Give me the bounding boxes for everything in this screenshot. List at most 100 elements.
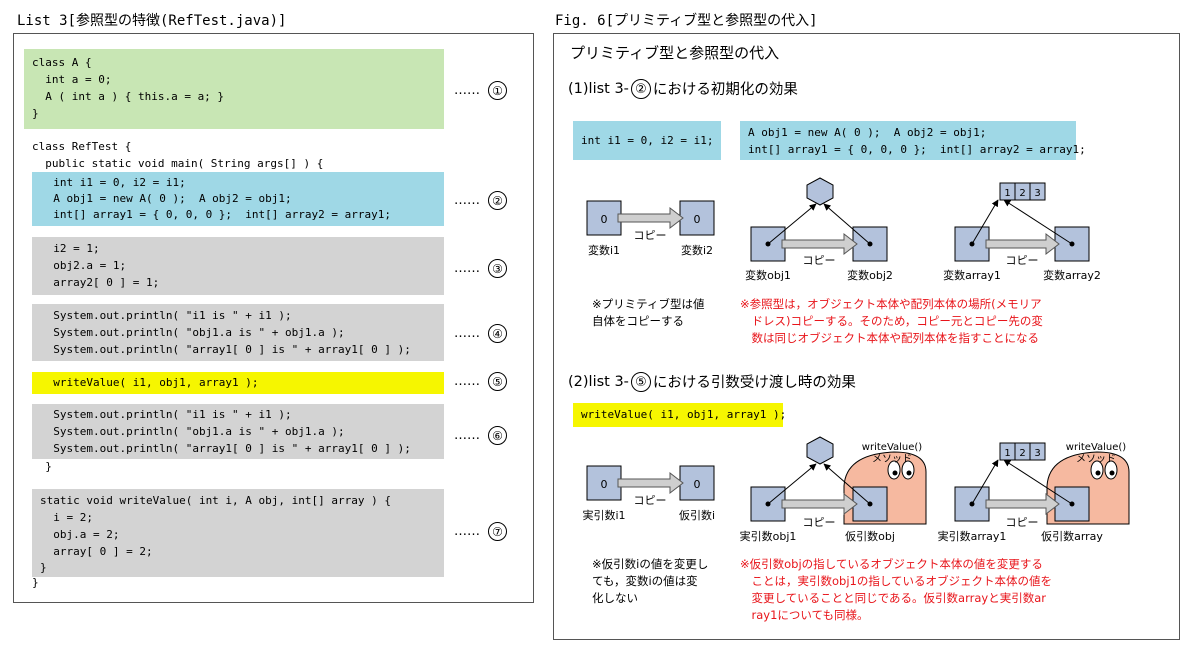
code-line: System.out.println( "obj1.a is " + obj1.… xyxy=(40,326,345,339)
note-line: 自体をコピーする xyxy=(592,314,684,328)
marker-2: …… ② xyxy=(454,191,507,210)
code-line: array[ 0 ] = 2; xyxy=(40,545,153,558)
code-block-init: int i1 = 0, i2 = i1; A obj1 = new A( 0 )… xyxy=(32,172,444,226)
heading-prefix: (1)list 3- xyxy=(568,80,629,97)
note-line: ※仮引数objの指しているオブジェクト本体の値を変更する xyxy=(740,557,1043,571)
leader-dots: …… xyxy=(454,374,480,389)
variable-label: 変数obj1 xyxy=(745,268,791,282)
array-cell-value: 1 xyxy=(1004,188,1010,199)
code-line: } xyxy=(32,460,52,473)
copy-label: コピー xyxy=(803,516,836,529)
note-line: 数は同じオブジェクト本体や配列本体を指すことになる xyxy=(740,331,1039,345)
method-label: メソッド xyxy=(1076,454,1116,465)
circled-number: ⑤ xyxy=(488,372,507,391)
code-block-class-a: class A { int a = 0; A ( int a ) { this.… xyxy=(24,49,444,129)
copy-arrow xyxy=(781,492,858,516)
code-line: A ( int a ) { this.a = a; } xyxy=(32,90,225,103)
reference-pointer xyxy=(823,203,871,245)
code-line: obj.a = 2; xyxy=(40,528,120,541)
code-line: int[] array1 = { 0, 0, 0 }; int[] array2… xyxy=(748,143,1086,156)
heading-text: における初期化の効果 xyxy=(652,82,798,98)
leader-dots: …… xyxy=(454,83,480,98)
reference-pointer xyxy=(971,459,999,505)
figure-title: プリミティブ型と参照型の代入 xyxy=(570,44,780,62)
reference-pointer xyxy=(1003,199,1073,245)
marker-5: …… ⑤ xyxy=(454,372,507,391)
code-block-print-1: System.out.println( "i1 is " + i1 ); Sys… xyxy=(32,304,444,361)
reference-pointer xyxy=(971,199,999,245)
array-cell xyxy=(1029,442,1046,461)
reference-pointer xyxy=(767,463,817,505)
reference-pointer xyxy=(1003,459,1073,505)
variable-box-array1 xyxy=(954,226,990,262)
variable-label: 実引数obj1 xyxy=(740,529,797,543)
note-line: ても，変数iの値は変 xyxy=(592,574,698,588)
section1-heading: (1)list 3- ② における初期化の効果 xyxy=(568,78,798,99)
variable-label: 変数i2 xyxy=(681,243,713,257)
code-line: System.out.println( "obj1.a is " + obj1.… xyxy=(40,425,345,438)
copy-label: コピー xyxy=(634,229,667,242)
note-line: ドレス)コピーする。そのため，コピー元とコピー先の変 xyxy=(740,314,1043,328)
note-reference-arg: ※仮引数objの指しているオブジェクト本体の値を変更する ことは，実引数obj1… xyxy=(740,556,1052,624)
figure-frame: プリミティブ型と参照型の代入 (1)list 3- ② における初期化の効果 i… xyxy=(553,33,1180,640)
circled-number: ④ xyxy=(488,324,507,343)
marker-6: …… ⑥ xyxy=(454,426,507,445)
leader-dots: …… xyxy=(454,326,480,341)
box-value: 0 xyxy=(601,478,608,491)
circled-number: ② xyxy=(630,78,651,99)
variable-label: 実引数i1 xyxy=(582,508,625,522)
variable-label: 仮引数array xyxy=(1041,529,1103,543)
figure-caption: Fig. 6[プリミティブ型と参照型の代入] xyxy=(555,13,818,29)
code-line: writeValue( i1, obj1, array1 ); xyxy=(40,376,259,389)
note-line: ※参照型は，オブジェクト本体や配列本体の場所(メモリア xyxy=(740,297,1042,311)
method-label: writeValue() xyxy=(1066,442,1127,453)
code-line: class RefTest { xyxy=(32,140,132,153)
code-snippet-reference: A obj1 = new A( 0 ); A obj2 = obj1; int[… xyxy=(740,121,1086,160)
code-line: array2[ 0 ] = 1; xyxy=(40,276,160,289)
copy-arrow xyxy=(617,471,684,495)
code-line: } xyxy=(40,561,47,574)
code-line: writeValue( i1, obj1, array1 ); xyxy=(581,408,787,421)
box-value: 0 xyxy=(694,213,701,226)
leader-dots: …… xyxy=(454,524,480,539)
note-line: ray1についても同様。 xyxy=(740,608,869,622)
array-cell xyxy=(1029,182,1046,201)
section1-diagram: 0 0 コピー 変数i1 変数i2 コピー 変数obj1 変数obj2 1 2 … xyxy=(586,177,1101,282)
code-line: A obj1 = new A( 0 ); A obj2 = obj1; xyxy=(748,126,987,139)
circled-number: ⑦ xyxy=(488,522,507,541)
section2-heading: (2)list 3- ⑤ における引数受け渡し時の効果 xyxy=(568,371,856,392)
marker-1: …… ① xyxy=(454,81,507,100)
code-line: class A { xyxy=(32,56,92,69)
code-line: int i1 = 0, i2 = i1; xyxy=(581,134,714,147)
variable-label: 変数array1 xyxy=(943,268,1001,282)
code-block-print-2: System.out.println( "i1 is " + i1 ); Sys… xyxy=(32,404,444,459)
note-line: 化しない xyxy=(592,591,638,605)
method-label: メソッド xyxy=(872,454,912,465)
copy-label: コピー xyxy=(803,254,836,267)
code-line: static void writeValue( int i, A obj, in… xyxy=(40,494,391,507)
copy-label: コピー xyxy=(634,494,667,507)
leader-dots: …… xyxy=(454,193,480,208)
copy-arrow xyxy=(985,492,1060,516)
circled-number: ③ xyxy=(488,259,507,278)
leader-dots: …… xyxy=(454,428,480,443)
array-cell-value: 1 xyxy=(1004,448,1010,459)
code-line: System.out.println( "i1 is " + i1 ); xyxy=(40,309,292,322)
circled-number: ⑤ xyxy=(630,371,651,392)
array-cell-value: 2 xyxy=(1019,448,1025,459)
reference-pointer xyxy=(823,463,871,505)
code-line: int[] array1 = { 0, 0, 0 }; int[] array2… xyxy=(40,208,391,221)
marker-4: …… ④ xyxy=(454,324,507,343)
box-value: 0 xyxy=(601,213,608,226)
code-block-assign: i2 = 1; obj2.a = 1; array2[ 0 ] = 1; xyxy=(32,237,444,295)
box-value: 0 xyxy=(694,478,701,491)
copy-arrow xyxy=(617,206,684,230)
note-line: ※仮引数iの値を変更し xyxy=(592,557,709,571)
object-body xyxy=(806,436,834,465)
circled-number: ① xyxy=(488,81,507,100)
code-line: public static void main( String args[] )… xyxy=(32,157,324,170)
code-block-write-value: static void writeValue( int i, A obj, in… xyxy=(32,489,444,577)
note-line: ことは，実引数obj1の指しているオブジェクト本体の値を xyxy=(740,574,1052,588)
variable-label: 変数i1 xyxy=(588,243,620,257)
method-label: writeValue() xyxy=(862,442,923,453)
